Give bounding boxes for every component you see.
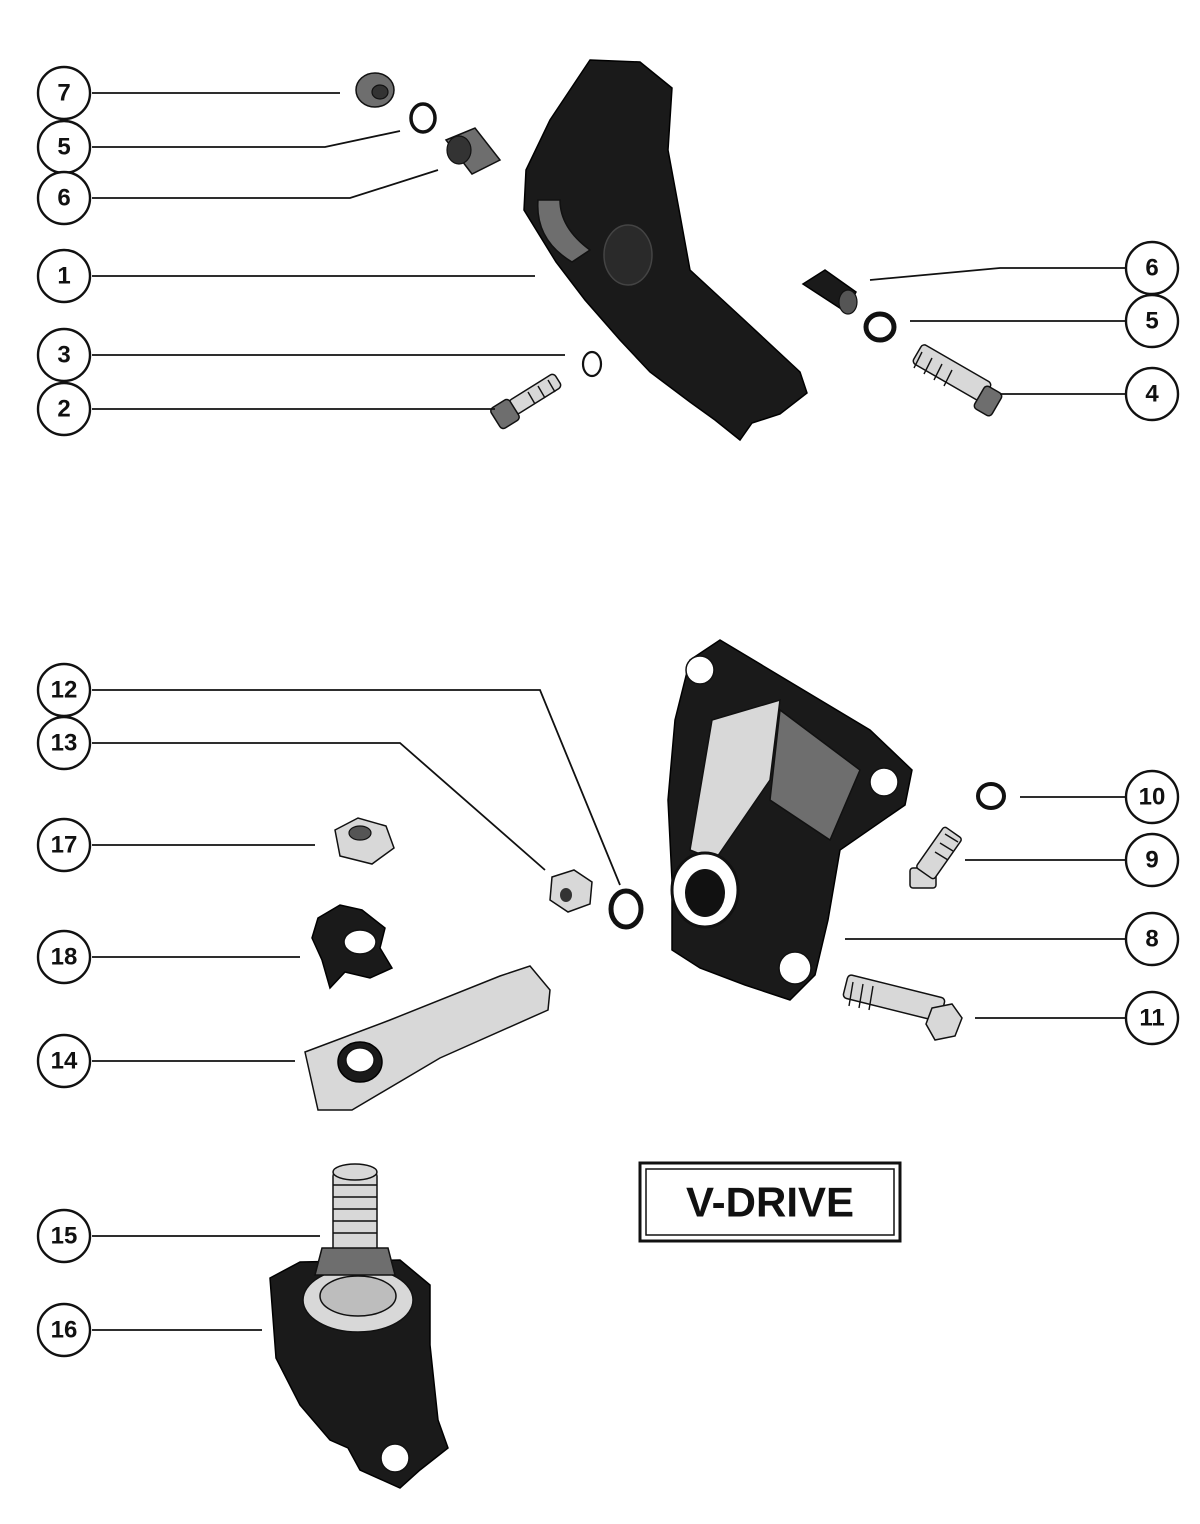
svg-text:11: 11: [1139, 1005, 1164, 1032]
svg-text:4: 4: [1145, 381, 1159, 408]
svg-text:2: 2: [57, 396, 70, 423]
svg-text:12: 12: [51, 677, 78, 704]
part-13-nut: [549, 869, 593, 913]
callout-3: 3: [36, 327, 92, 383]
part-10-lock-washer: [976, 782, 1006, 810]
callout-5-right: 5: [1124, 293, 1180, 349]
part-5-lock-washer-upper: [409, 102, 437, 134]
svg-text:14: 14: [51, 1048, 78, 1075]
part-12-washer: [608, 888, 644, 930]
svg-text:6: 6: [57, 185, 70, 212]
callout-11: 11: [1124, 990, 1180, 1046]
part-5-washer-right: [863, 311, 897, 343]
callout-2: 2: [36, 381, 92, 437]
callout-5-upper: 5: [36, 119, 92, 175]
part-14-link: [304, 965, 551, 1111]
svg-text:17: 17: [51, 832, 78, 859]
callout-4: 4: [1124, 366, 1180, 422]
part-6-spacer-right: [801, 269, 858, 315]
svg-text:3: 3: [57, 342, 70, 369]
callout-1: 1: [36, 248, 92, 304]
part-8-mount-bracket: [667, 639, 913, 1001]
svg-text:5: 5: [57, 134, 70, 161]
callout-17: 17: [36, 817, 92, 873]
callout-10: 10: [1124, 769, 1180, 825]
part-15-stud: [314, 1163, 396, 1276]
svg-text:5: 5: [1145, 308, 1158, 335]
part-3-washer: [581, 350, 603, 378]
callout-9: 9: [1124, 832, 1180, 888]
part-9-bolt: [909, 826, 962, 889]
svg-text:18: 18: [51, 944, 78, 971]
part-7-nut: [355, 72, 395, 108]
svg-text:9: 9: [1145, 847, 1158, 874]
svg-text:7: 7: [57, 80, 70, 107]
svg-text:10: 10: [1139, 784, 1166, 811]
callout-6-right: 6: [1124, 240, 1180, 296]
v-drive-label: V-DRIVE: [686, 1179, 854, 1226]
callout-15: 15: [36, 1208, 92, 1264]
callout-14: 14: [36, 1033, 92, 1089]
leader-lines: [92, 92, 1127, 1331]
part-17-hex-nut: [334, 817, 395, 865]
part-1-bracket: [523, 59, 808, 442]
part-2-screw: [490, 373, 562, 430]
svg-text:13: 13: [51, 730, 78, 757]
callout-18: 18: [36, 929, 92, 985]
part-11-bolt: [842, 974, 963, 1041]
part-4-bolt: [912, 344, 1003, 417]
callout-13: 13: [36, 715, 92, 771]
part-16-motor-mount: [269, 1259, 449, 1489]
part-18-star-washer: [311, 904, 394, 990]
part-6-spacer-upper: [444, 127, 502, 175]
callout-12: 12: [36, 662, 92, 718]
svg-text:1: 1: [57, 263, 70, 290]
svg-text:6: 6: [1145, 255, 1158, 282]
callout-7: 7: [36, 65, 92, 121]
svg-text:8: 8: [1145, 926, 1158, 953]
svg-text:15: 15: [51, 1223, 78, 1250]
v-drive-badge: V-DRIVE: [638, 1161, 902, 1243]
svg-text:16: 16: [51, 1317, 78, 1344]
callout-6-upper: 6: [36, 170, 92, 226]
callout-8: 8: [1124, 911, 1180, 967]
callout-16: 16: [36, 1302, 92, 1358]
